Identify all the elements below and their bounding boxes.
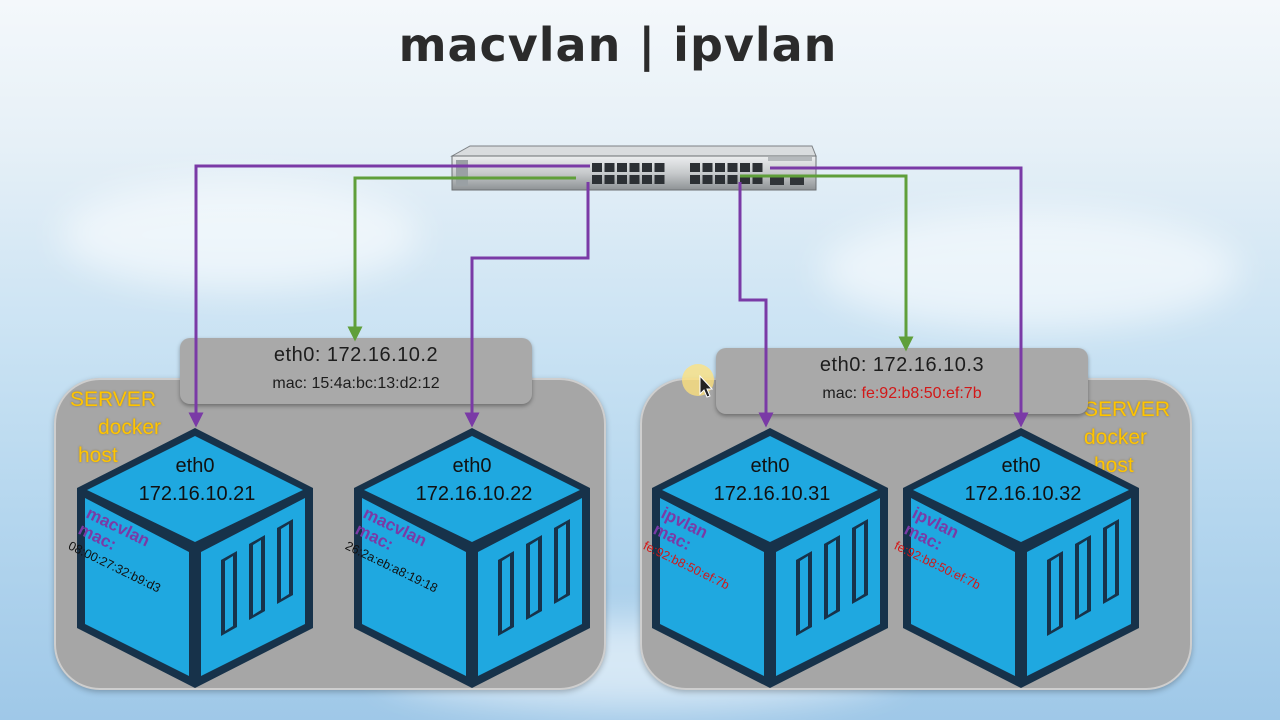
container-ip: 172.16.10.22 (416, 483, 533, 505)
switch-port (604, 175, 615, 184)
cube-slot-inner (281, 524, 289, 599)
mac-value: 15:4a:bc:13:d2:12 (311, 375, 440, 392)
cube-left-face (85, 498, 189, 676)
background-cloud (820, 210, 1240, 330)
cube-slot-inner (502, 556, 510, 631)
purple-link (464, 182, 590, 428)
switch-port (702, 175, 713, 184)
container-cube: eth0172.16.10.31ipvlanmac:fe:92:b8:50:ef… (641, 428, 888, 688)
container-cube: eth0172.16.10.32ipvlanmac:fe:92:b8:50:ef… (892, 428, 1139, 688)
server-label-line: docker (98, 416, 162, 439)
cube-slot-inner (1107, 524, 1115, 599)
switch-port (629, 163, 640, 172)
switch-port (752, 175, 763, 184)
cube-slot-inner (530, 540, 538, 615)
green-link (347, 176, 576, 342)
purple-link (188, 164, 590, 428)
cube-top-face (87, 436, 303, 542)
right-host-mac: mac: fe:92:b8:50:ef:7b (716, 385, 1088, 403)
cube-left-face (660, 498, 764, 676)
cube-slot-inner (558, 524, 566, 599)
switch-port (604, 163, 615, 172)
container-iface: eth0 (751, 455, 790, 477)
switch-port (740, 163, 750, 172)
right-host-eth0: eth0: 172.16.10.3 (819, 354, 985, 376)
switch-port (690, 163, 700, 172)
server-label-line: docker (1084, 426, 1148, 449)
cube-slot-inner (253, 540, 261, 615)
switch-port (629, 175, 640, 184)
switch-port (617, 175, 627, 184)
switch-port (727, 175, 738, 184)
container-ip: 172.16.10.32 (965, 483, 1082, 505)
mac-label: mac: (822, 385, 862, 402)
container-ip: 172.16.10.31 (714, 483, 831, 505)
page-title: macvlan | ipvlan (398, 18, 838, 72)
cube-slot-inner (800, 556, 808, 631)
switch-port (690, 175, 700, 184)
server-label-line: SERVER (70, 388, 156, 411)
cube-slot-inner (1051, 556, 1059, 631)
switch-port (617, 163, 627, 172)
switch-port (642, 163, 652, 172)
switch-port (727, 163, 738, 172)
switch-port (702, 163, 713, 172)
network-switch-icon (450, 145, 817, 191)
container-iface: eth0 (453, 455, 492, 477)
cursor-icon (682, 364, 714, 398)
server-label-line: SERVER (1084, 398, 1170, 421)
switch-port (715, 175, 725, 184)
switch-port (752, 163, 763, 172)
switch-port (592, 163, 602, 172)
left-host-eth0: eth0: 172.16.10.2 (273, 344, 439, 366)
container-iface: eth0 (1002, 455, 1041, 477)
cube-top-face (913, 436, 1129, 542)
cube-left-face (362, 498, 466, 676)
switch-port (592, 175, 602, 184)
cube-slot-inner (1079, 540, 1087, 615)
left-server-label: SERVER docker host (70, 386, 161, 470)
switch-port (654, 175, 665, 184)
purple-link (770, 166, 1029, 428)
cube-left-face (911, 498, 1015, 676)
switch-port (715, 163, 725, 172)
purple-link (738, 182, 774, 428)
switch-ports (592, 163, 763, 184)
left-host-mac: mac: 15:4a:bc:13:d2:12 (180, 375, 532, 393)
cube-slot-inner (856, 524, 864, 599)
container-ip: 172.16.10.21 (139, 483, 256, 505)
cube-slot-inner (828, 540, 836, 615)
cube-slot-inner (225, 556, 233, 631)
switch-port (642, 175, 652, 184)
switch-port (654, 163, 665, 172)
container-cube: eth0172.16.10.22macvlanmac:26:2a:eb:a8:1… (343, 428, 590, 688)
cube-top-face (364, 436, 580, 542)
mac-value: fe:92:b8:50:ef:7b (861, 385, 982, 402)
right-host-interface: eth0: 172.16.10.3 mac: fe:92:b8:50:ef:7b (716, 348, 1088, 414)
green-link (740, 174, 914, 352)
container-cube: eth0172.16.10.21macvlanmac:08:00:27:32:b… (66, 428, 313, 688)
server-label-line: host (78, 444, 118, 467)
container-iface: eth0 (176, 455, 215, 477)
mac-label: mac: (272, 375, 312, 392)
right-server-label: SERVER docker host (1084, 396, 1170, 480)
background-cloud (60, 180, 420, 290)
network-links (188, 164, 1029, 428)
switch-port (740, 175, 750, 184)
cube-top-face (662, 436, 878, 542)
